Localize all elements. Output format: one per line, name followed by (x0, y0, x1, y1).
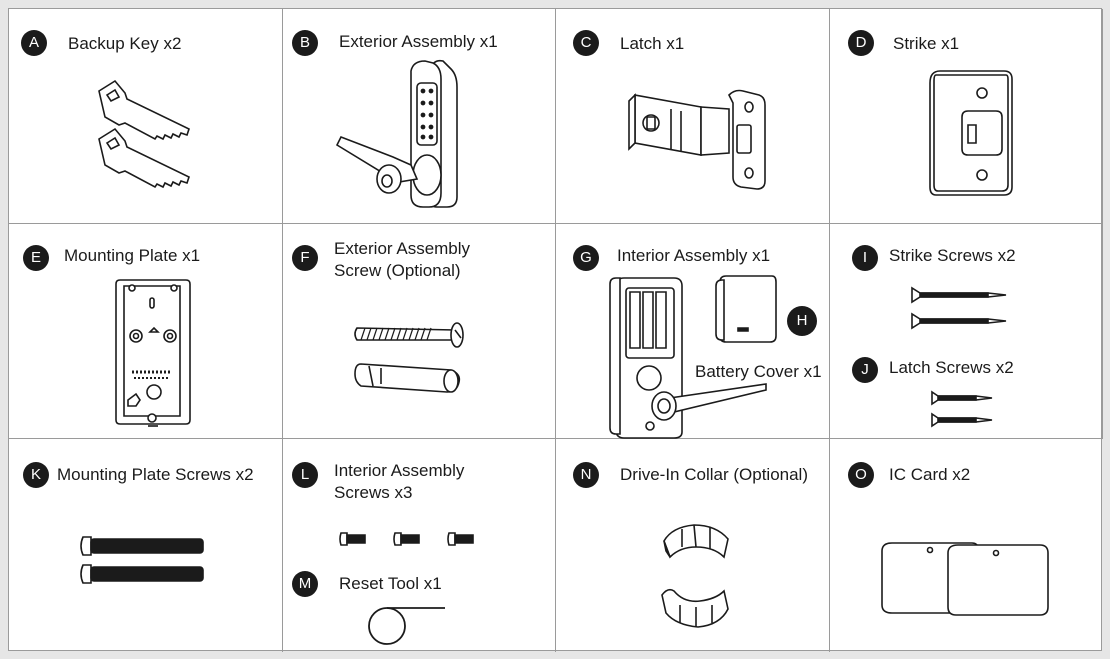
part-label-c: Latch x1 (620, 34, 685, 53)
part-cell-a: A Backup Key x2 (9, 9, 283, 224)
part-letter-badge-g: G (573, 245, 599, 271)
part-label-j: Latch Screws x2 (889, 358, 1014, 377)
part-letter-badge-k: K (23, 462, 49, 488)
part-letter-badge-i: I (852, 245, 878, 271)
part-letter-badge-j: J (852, 357, 878, 383)
part-letter-badge-m: M (292, 571, 318, 597)
strike-screws-illustration (910, 286, 1010, 332)
part-label-k: Mounting Plate Screws x2 (57, 465, 254, 484)
part-label-b: Exterior Assembly x1 (339, 32, 498, 51)
parts-list-grid: A Backup Key x2 B Exterior Assembly x1 (8, 8, 1103, 652)
part-cell-f: F Exterior Assembly Screw (Optional) (283, 224, 556, 439)
interior-assembly-illustration (606, 274, 776, 439)
part-label-l-line2: Screws x3 (334, 483, 413, 502)
part-cell-c: C Latch x1 (556, 9, 830, 224)
reset-tool-illustration (365, 605, 449, 645)
part-cell-e: E Mounting Plate x1 (9, 224, 283, 439)
latch-illustration (611, 89, 771, 194)
part-cell-d: D Strike x1 (830, 9, 1103, 224)
backup-keys-illustration (97, 79, 197, 194)
part-letter-badge-l: L (292, 462, 318, 488)
part-cell-l-m: L Interior Assembly Screws x3 M Reset To… (283, 439, 556, 652)
part-label-i: Strike Screws x2 (889, 246, 1016, 265)
part-label-g: Interior Assembly x1 (617, 246, 771, 265)
exterior-assembly-illustration (333, 57, 463, 217)
part-letter-badge-b: B (292, 30, 318, 56)
part-cell-i-j: I Strike Screws x2 J Latch Screws x2 (830, 224, 1103, 439)
mounting-plate-illustration (114, 276, 194, 436)
part-letter-badge-n: N (573, 462, 599, 488)
strike-plate-illustration (926, 69, 1016, 199)
interior-assembly-screws-illustration (339, 531, 479, 547)
part-letter-badge-o: O (848, 462, 874, 488)
part-letter-badge-e: E (23, 245, 49, 271)
part-letter-badge-a: A (21, 30, 47, 56)
mounting-plate-screws-illustration (79, 535, 209, 587)
ic-cards-illustration (880, 541, 1052, 617)
part-label-n: Drive-In Collar (Optional) (620, 465, 808, 484)
part-label-f-line2: Screw (Optional) (334, 261, 461, 280)
part-label-o: IC Card x2 (889, 465, 971, 484)
part-letter-badge-c: C (573, 30, 599, 56)
part-cell-n: N Drive-In Collar (Optional) (556, 439, 830, 652)
drive-in-collar-illustration (658, 521, 734, 631)
part-letter-badge-f: F (292, 245, 318, 271)
part-label-d: Strike x1 (893, 34, 960, 53)
part-cell-b: B Exterior Assembly x1 (283, 9, 556, 224)
part-label-a: Backup Key x2 (68, 34, 182, 53)
part-cell-k: K Mounting Plate Screws x2 (9, 439, 283, 652)
latch-screws-illustration (930, 390, 996, 432)
part-label-e: Mounting Plate x1 (64, 246, 201, 265)
part-cell-g: G Interior Assembly x1 H Battery Cover x… (556, 224, 830, 439)
part-letter-badge-d: D (848, 30, 874, 56)
part-label-f-line1: Exterior Assembly (334, 239, 471, 258)
part-label-h: Battery Cover x1 (695, 362, 822, 381)
part-label-m: Reset Tool x1 (339, 574, 442, 593)
part-label-l-line1: Interior Assembly (334, 461, 465, 480)
exterior-assembly-screw-illustration (351, 320, 471, 400)
part-cell-o: O IC Card x2 (830, 439, 1103, 652)
part-letter-badge-h: H (787, 306, 817, 336)
